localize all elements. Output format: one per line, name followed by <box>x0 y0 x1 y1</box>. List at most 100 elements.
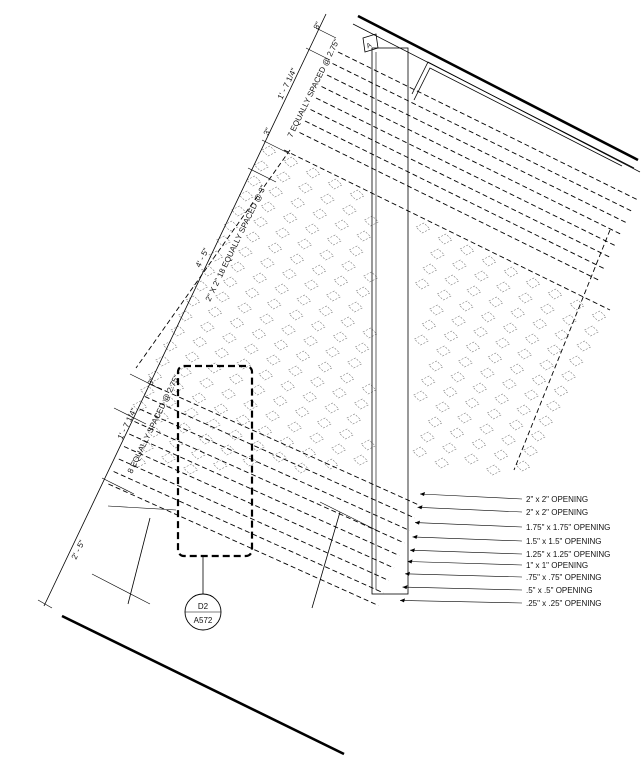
perforation-cell <box>457 356 473 368</box>
perforation-cell <box>515 460 531 472</box>
perforation-cell <box>414 278 430 290</box>
perforation-cell <box>309 432 325 444</box>
callout-leader <box>407 561 523 566</box>
perforation-cell <box>531 374 547 386</box>
perforation-cell <box>419 431 435 443</box>
perforation-cell <box>249 440 265 452</box>
perforation-cell <box>495 281 511 293</box>
perforation-cell <box>545 400 561 412</box>
perforation-cell <box>435 401 451 413</box>
detail-tag[interactable]: D2 A572 <box>184 593 222 631</box>
perforation-cell <box>242 455 258 467</box>
perforation-cell <box>326 234 342 246</box>
dashed-line-lower <box>113 471 384 594</box>
perforation-cell <box>295 350 311 362</box>
perforation-cell <box>530 430 546 442</box>
perforation-cell <box>169 381 185 393</box>
perforation-cell <box>253 160 269 172</box>
perforation-cell <box>139 441 155 453</box>
perforation-cell <box>502 322 518 334</box>
perforation-cell <box>546 344 562 356</box>
perforation-cell <box>275 171 291 183</box>
perforation-cell <box>251 328 267 340</box>
perforation-cell <box>473 326 489 338</box>
dashed-line-upper <box>310 109 611 258</box>
callout-arrow <box>420 492 425 496</box>
dashed-line-lower <box>134 421 405 544</box>
perforation-cell <box>215 291 231 303</box>
section-marker-box <box>362 33 379 53</box>
perforation-cell <box>576 340 592 352</box>
perforation-cell <box>413 334 429 346</box>
perforation-cell <box>420 375 436 387</box>
perforation-cell <box>443 330 459 342</box>
perforation-cell <box>302 391 318 403</box>
perforation-cell <box>132 400 148 412</box>
perforation-cell <box>236 358 252 370</box>
perforation-cell <box>229 317 245 329</box>
dim-bottom-length: 2' - 5" <box>70 538 87 560</box>
perforation-cell <box>444 274 460 286</box>
perforation-cell <box>199 321 215 333</box>
perforation-cell <box>162 340 178 352</box>
perforation-cell <box>325 290 341 302</box>
perforation-cell <box>257 425 273 437</box>
callout-arrow <box>402 585 408 590</box>
perforation-cell <box>532 318 548 330</box>
perforation-cell <box>441 442 457 454</box>
perforation-cell <box>487 352 503 364</box>
wall-line-top <box>357 14 639 162</box>
perforation-cell <box>347 357 363 369</box>
perforation-cell <box>279 436 295 448</box>
perforation-cell <box>338 428 354 440</box>
opening-callout-label: .75" x .75" OPENING <box>526 573 601 582</box>
perforation-cell <box>353 398 369 410</box>
perforation-cell <box>212 459 228 471</box>
perforation-cell <box>341 260 357 272</box>
perforation-cell <box>192 336 208 348</box>
perforation-cell <box>237 246 253 258</box>
opening-callout-label: 1.5" x 1.5" OPENING <box>526 537 601 546</box>
detail-callout-box[interactable] <box>176 364 254 558</box>
perforation-cell <box>318 305 334 317</box>
perforation-cell <box>339 372 355 384</box>
perforation-cell <box>215 235 231 247</box>
perforation-cell <box>222 276 238 288</box>
dashed-line-upper <box>332 63 633 212</box>
perforation-cell <box>190 448 206 460</box>
dashed-line-lower <box>144 396 415 519</box>
break-lines <box>91 501 381 609</box>
dim-lower-group-length: 1' - 7 1/4" <box>116 406 139 440</box>
opening-callout-label: 1.25" x 1.25" OPENING <box>526 550 610 559</box>
perforation-cell <box>252 272 268 284</box>
perforation-cell <box>422 263 438 275</box>
perforation-cell <box>583 325 599 337</box>
perforation-cell <box>450 371 466 383</box>
detail-tag-number: D2 <box>198 602 209 611</box>
perforation-cell <box>274 283 290 295</box>
perforation-cell <box>243 399 259 411</box>
perforation-cell <box>207 306 223 318</box>
perforation-cell <box>199 377 215 389</box>
opening-callout-label: .25" x .25" OPENING <box>526 599 601 608</box>
perforation-cell <box>237 302 253 314</box>
perforation-cell <box>413 390 429 402</box>
perforation-cell <box>170 325 186 337</box>
perforation-cell <box>501 434 517 446</box>
perforation-cell <box>267 242 283 254</box>
perforation-cell <box>353 454 369 466</box>
perforation-cell <box>479 423 495 435</box>
dim-upper-gap: 3" <box>262 126 273 137</box>
perforation-cell <box>235 414 251 426</box>
perforation-cell <box>296 294 312 306</box>
perforation-cell <box>355 286 371 298</box>
top-frame-return-inner <box>413 67 623 167</box>
perforation-cell <box>220 444 236 456</box>
dashed-line-lower <box>129 433 400 556</box>
callout-leader <box>399 600 523 604</box>
perforation-cell <box>198 433 214 445</box>
perforation-cell <box>554 329 570 341</box>
perforation-cell <box>485 464 501 476</box>
perforation-cell <box>340 316 356 328</box>
dim-lower-gap: 3" <box>146 376 157 387</box>
